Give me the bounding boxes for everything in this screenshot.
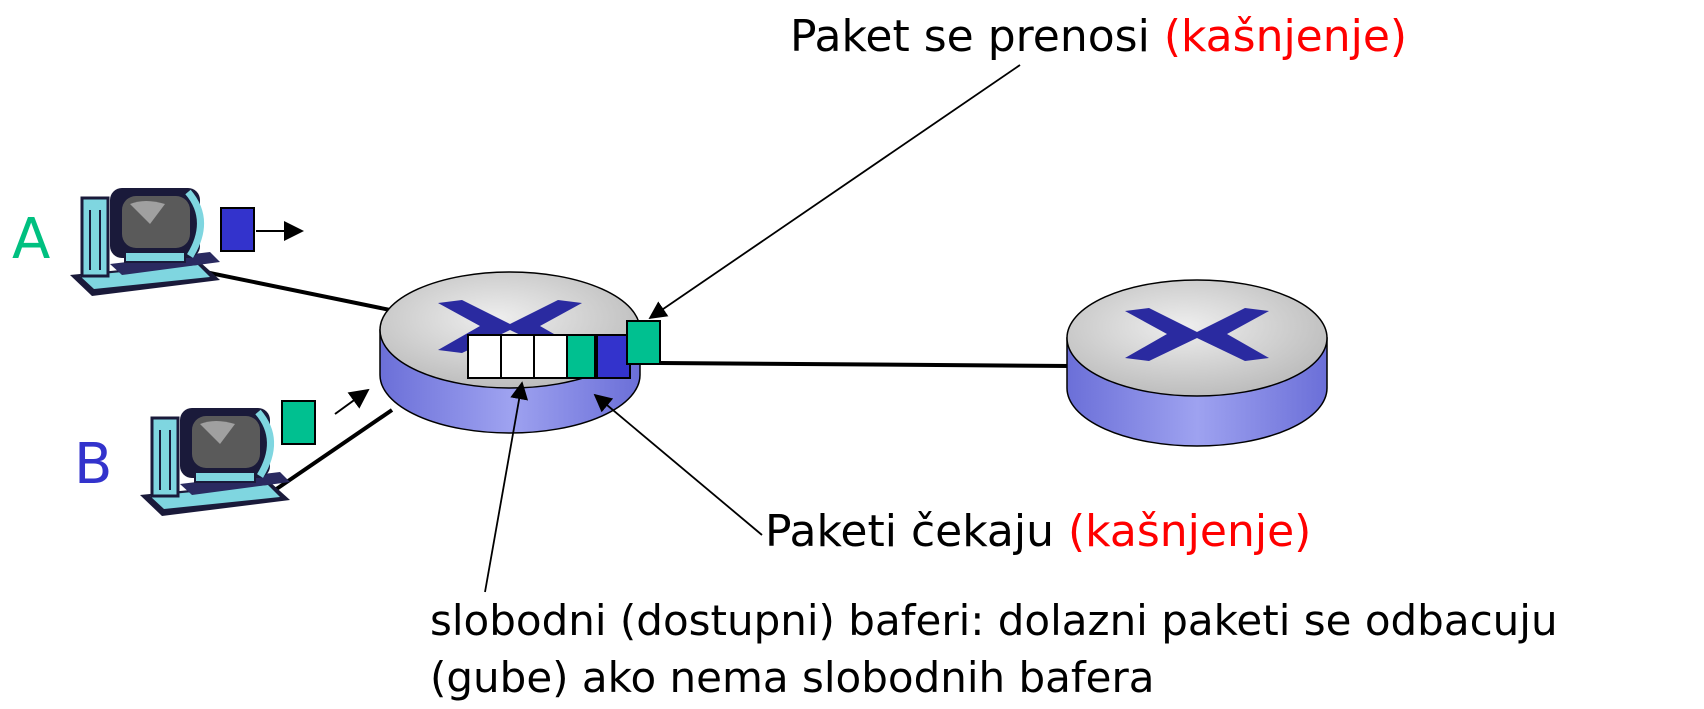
queued-packet-a: [596, 334, 631, 379]
free-buffer: [467, 334, 502, 379]
router-queue: [467, 320, 661, 379]
buffers-label-line2: (gube) ako nema slobodnih bafera: [430, 653, 1155, 702]
queued-packet-b: [566, 334, 596, 379]
queueing-label: Paketi čekaju (kašnjenje): [765, 503, 1311, 561]
link-router-router: [659, 361, 1071, 368]
router-right-x-icon: [1125, 308, 1269, 361]
packet-b-arrow: [334, 388, 370, 415]
buffer-callout-arrow: [484, 381, 529, 593]
packet-from-b: [281, 400, 316, 445]
host-b-label: B: [74, 432, 113, 497]
transmit-callout-arrow: [648, 64, 1021, 320]
free-buffer: [533, 334, 568, 379]
buffers-label-line1: slobodni (dostupni) baferi: dolazni pake…: [430, 596, 1558, 645]
free-buffer: [500, 334, 535, 379]
transmitting-label: Paket se prenosi (kašnjenje): [790, 8, 1407, 66]
packet-from-a: [220, 207, 255, 252]
host-a-label: A: [12, 207, 51, 272]
router-right: [1066, 279, 1328, 447]
transmitting-delay-text: (kašnjenje): [1163, 11, 1408, 62]
link-a-router: [204, 270, 396, 313]
transmitting-text: Paket se prenosi: [790, 11, 1150, 62]
host-b-computer-icon: [140, 408, 290, 516]
transmitting-packet: [626, 320, 661, 365]
queue-callout-arrow: [593, 393, 763, 536]
link-b-router: [273, 408, 394, 492]
host-a-computer-icon: [70, 188, 220, 296]
queueing-text: Paketi čekaju: [765, 506, 1055, 557]
queueing-delay-text: (kašnjenje): [1068, 506, 1312, 557]
